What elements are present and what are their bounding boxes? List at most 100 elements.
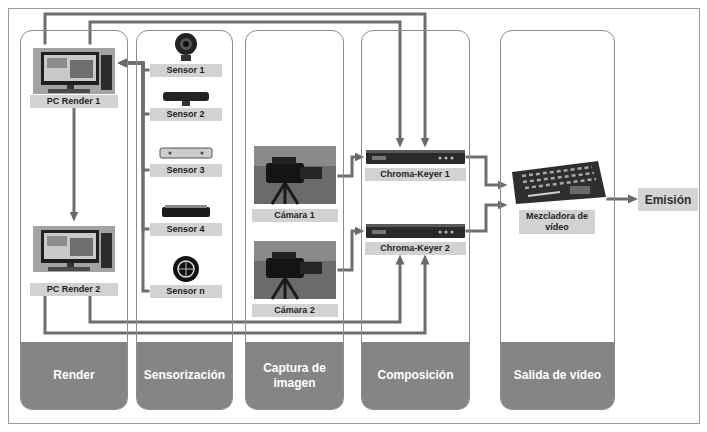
device-label: Chroma-Keyer 2 (365, 242, 466, 255)
stage-column: Salida de vídeo Mezcladora de vídeo (500, 30, 615, 410)
device-node: Sensor 4 (150, 202, 222, 236)
sensor-ring (178, 261, 194, 277)
webcam-base (181, 55, 191, 61)
tracking-sensor-icon (162, 205, 210, 217)
stage-band: Captura de imagen (246, 342, 343, 409)
output-box: Emisión (638, 188, 698, 211)
photo-wall (254, 146, 336, 166)
device-node: Mezcladora de vídeo (508, 158, 607, 234)
screen (44, 55, 96, 81)
desk-photo (33, 48, 115, 94)
device-node: Cámara 2 (252, 238, 338, 317)
camera-body (266, 258, 304, 278)
screen-window (70, 238, 93, 256)
stage-label: Composición (373, 368, 457, 382)
stage-label: Captura de imagen (246, 361, 343, 390)
device-label: Sensor 1 (150, 64, 222, 77)
sensor-top (165, 205, 207, 208)
tripod (272, 183, 298, 204)
photo-ground (254, 241, 336, 299)
rack-led (439, 231, 442, 234)
stage-band: Sensorización (137, 342, 232, 409)
outer-frame (9, 9, 700, 424)
screen-window (47, 236, 67, 246)
rack-led (451, 157, 454, 160)
keyboard (48, 89, 90, 93)
stage-column: Sensorización Sensor 1 Sensor 2 Sensor 3 Sen… (136, 30, 233, 410)
monitor-stand (67, 85, 74, 89)
rack-unit-icon (366, 150, 465, 164)
device-label: Sensor 3 (150, 164, 222, 177)
stage-label: Sensorización (140, 368, 229, 382)
pc-tower (101, 233, 112, 268)
monitor (41, 52, 99, 85)
device-label: Sensor n (150, 285, 222, 298)
stage-column: Composición Chroma-Keyer 1 Chroma-Keyer 2 (361, 30, 470, 410)
device-node: Sensor 3 (150, 143, 222, 177)
camera-lens (300, 262, 322, 274)
stage-band: Render (21, 342, 127, 409)
camera-viewfinder (272, 252, 296, 259)
camera-lens (300, 167, 322, 179)
stage-band: Composición (362, 342, 469, 409)
device-label: Cámara 1 (252, 209, 338, 222)
rack-body (366, 224, 465, 238)
sensor-stand (182, 101, 190, 106)
rack-led (439, 157, 442, 160)
tripod (272, 278, 298, 299)
webcam-lens (183, 41, 189, 47)
sensor-dot (169, 152, 172, 155)
signal-connector (466, 205, 503, 231)
signal-connector (607, 198, 634, 201)
device-node: Sensor 1 (150, 32, 222, 77)
device-node: PC Render 2 (30, 222, 118, 296)
sensor-bar (160, 148, 212, 158)
output-label: Emisión (645, 193, 692, 207)
stage-label: Salida de vídeo (510, 368, 605, 382)
photo-wall (254, 241, 336, 261)
sensor-bar (162, 207, 210, 217)
device-label: PC Render 1 (30, 95, 118, 108)
sensor-cross (178, 261, 194, 277)
webcam-body (175, 33, 197, 55)
rack-panel (372, 156, 386, 160)
render-pc-icon (33, 48, 115, 94)
keyboard (48, 267, 90, 271)
device-node: PC Render 1 (30, 45, 118, 108)
signal-connector (45, 14, 425, 143)
rack-led (445, 157, 448, 160)
mixer-lever (570, 186, 590, 194)
camera-photo (254, 241, 336, 299)
rack-led (445, 231, 448, 234)
stage-label: Render (49, 368, 98, 382)
device-label: Chroma-Keyer 1 (365, 168, 466, 181)
webcam-icon (175, 33, 197, 61)
device-label: Sensor 2 (150, 108, 222, 121)
device-label: Sensor 4 (150, 223, 222, 236)
rack-edge (366, 224, 465, 227)
camera-viewfinder (272, 157, 296, 164)
mixer-body (512, 161, 606, 204)
desk-photo (33, 226, 115, 272)
screen-window (47, 58, 67, 68)
rack-body (366, 150, 465, 164)
video-mixer-icon (512, 161, 606, 204)
stage-band: Salida de vídeo (501, 342, 614, 409)
rack-unit-icon (366, 224, 465, 238)
sensor-bar (163, 92, 209, 101)
camera-photo (254, 146, 336, 204)
depth-sensor-icon (163, 92, 209, 106)
signal-connector (466, 157, 503, 185)
device-node: Chroma-Keyer 2 (365, 222, 466, 255)
device-node: Sensor 2 (150, 86, 222, 121)
webcam-lens (180, 38, 192, 50)
stage-column: Captura de imagen Cámara 1 Cámara 2 (245, 30, 344, 410)
device-label: PC Render 2 (30, 283, 118, 296)
rack-panel (372, 230, 386, 234)
device-label: Mezcladora de vídeo (519, 210, 595, 234)
signal-connector (338, 157, 360, 176)
sensor-dot (201, 152, 204, 155)
monitor-stand (67, 263, 74, 267)
screen (44, 233, 96, 259)
